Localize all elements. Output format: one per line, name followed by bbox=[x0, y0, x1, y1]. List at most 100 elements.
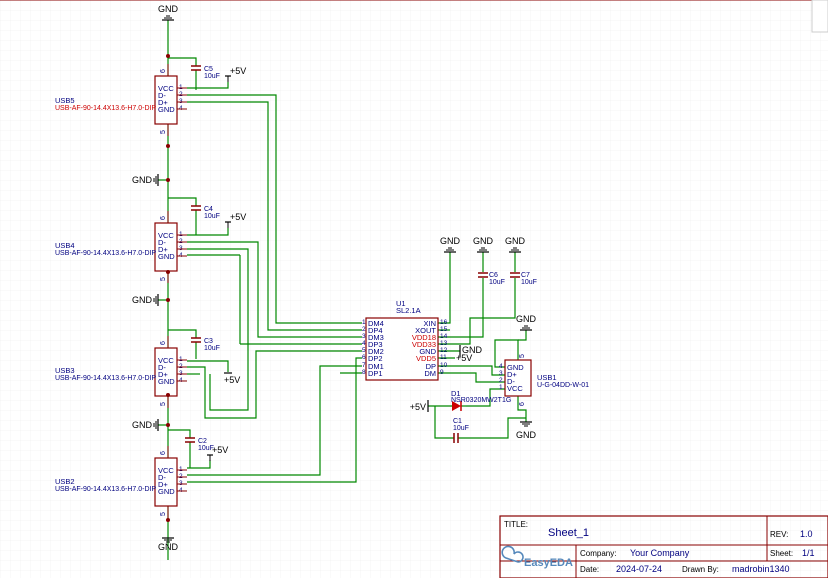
gnd-label: GND bbox=[158, 542, 179, 552]
gnd-label: GND bbox=[516, 430, 537, 440]
usb-pin-num: 1 bbox=[499, 384, 503, 391]
gnd-symbol bbox=[520, 325, 532, 331]
usb-pin-name: D+ bbox=[158, 245, 168, 254]
cap-value: 10uF bbox=[204, 345, 220, 352]
usb-port-body bbox=[154, 347, 178, 397]
wire bbox=[187, 94, 362, 324]
ic-pin-num: 5 bbox=[362, 347, 366, 354]
ic-pin-num: 7 bbox=[362, 362, 366, 369]
usb-pin-name: VCC bbox=[158, 231, 174, 240]
ic-pin-name: VDD33 bbox=[412, 340, 436, 349]
ic-value: SL2.1A bbox=[396, 306, 421, 315]
ic-pin-name: DM3 bbox=[368, 333, 384, 342]
gnd-symbol bbox=[153, 419, 159, 431]
wire bbox=[187, 241, 362, 338]
shell-pin-num: 6 bbox=[160, 216, 167, 220]
upstream-usb-body bbox=[504, 359, 532, 397]
wire bbox=[187, 82, 229, 89]
gnd-symbol bbox=[444, 247, 456, 253]
wires bbox=[158, 20, 527, 560]
gnd-label: GND bbox=[158, 4, 179, 14]
gnd-symbol bbox=[153, 294, 159, 306]
upstream-value: U-G-04DD-W-01 bbox=[537, 382, 589, 389]
ic-ref: U1 bbox=[396, 299, 406, 308]
shell-pin-num: 6 bbox=[519, 402, 526, 406]
vcc-label: +5V bbox=[230, 66, 246, 76]
vcc-label: +5V bbox=[410, 402, 426, 412]
usb-port-body bbox=[154, 75, 178, 125]
wire bbox=[168, 197, 197, 206]
ic-pin-name: DM2 bbox=[368, 347, 384, 356]
gnd-symbol bbox=[162, 15, 174, 21]
usb-value: USB-AF-90-14.4X13.6-H7.0-DIP bbox=[55, 250, 156, 257]
ic-pin-num: 2 bbox=[362, 326, 366, 333]
gnd-label: GND bbox=[440, 236, 461, 246]
usb-pin-num: 4 bbox=[499, 363, 503, 370]
ic-pin-num: 4 bbox=[362, 340, 366, 347]
cap-value: 10uF bbox=[204, 73, 220, 80]
junction-dot bbox=[166, 54, 170, 58]
usb-port-body bbox=[154, 222, 178, 272]
gnd-symbol bbox=[520, 421, 532, 427]
shell-pin-num: 6 bbox=[160, 69, 167, 73]
date-value: 2024-07-24 bbox=[616, 564, 662, 574]
ic-pin-num: 11 bbox=[440, 354, 447, 361]
vcc-label: +5V bbox=[456, 353, 472, 363]
usb-pin-name: D- bbox=[158, 363, 166, 372]
rev-value: 1.0 bbox=[800, 529, 813, 539]
usb-pin-name: GND bbox=[158, 105, 175, 114]
ic-pin-name: XIN bbox=[423, 319, 436, 328]
usb-pin-name: D- bbox=[158, 473, 166, 482]
cap-value: 10uF bbox=[198, 445, 214, 452]
decoupling-cap bbox=[191, 337, 201, 343]
cap-ref: C6 bbox=[489, 272, 498, 279]
decoupling-cap bbox=[191, 205, 201, 211]
wire bbox=[187, 248, 249, 411]
usb-value: USB-AF-90-14.4X13.6-H7.0-DIP bbox=[55, 375, 156, 382]
gnd-symbol bbox=[162, 537, 174, 543]
wire bbox=[438, 372, 505, 383]
gnd-label: GND bbox=[505, 236, 526, 246]
junction-dot bbox=[166, 518, 170, 522]
ic-pin-name: DP bbox=[426, 362, 436, 371]
cap-value: 10uF bbox=[489, 279, 505, 286]
wire bbox=[438, 278, 484, 338]
cap-ref: C2 bbox=[198, 438, 207, 445]
junction-dot bbox=[166, 298, 170, 302]
decoupling-cap bbox=[185, 437, 195, 443]
wire bbox=[187, 350, 362, 419]
diode-ref: D1 bbox=[451, 389, 461, 398]
usb-pin-name: GND bbox=[158, 487, 175, 496]
wire bbox=[438, 252, 451, 324]
gnd-label: GND bbox=[132, 420, 153, 430]
ic-pin-name: DP1 bbox=[368, 369, 383, 378]
sheet-value: 1/1 bbox=[802, 548, 815, 558]
ic-pin-num: 9 bbox=[440, 369, 444, 376]
gnd-symbol bbox=[509, 247, 521, 253]
usb-ref: USB3 bbox=[55, 366, 75, 375]
ic-pin-name: DM1 bbox=[368, 362, 384, 371]
ic-pin-name: GND bbox=[419, 347, 436, 356]
wire bbox=[187, 365, 362, 476]
wire bbox=[168, 429, 191, 438]
gnd-symbol bbox=[477, 247, 489, 253]
vcc-symbol bbox=[207, 454, 213, 461]
wire bbox=[187, 460, 211, 469]
gnd-label: GND bbox=[132, 295, 153, 305]
gnd-symbol bbox=[153, 174, 159, 186]
vcc-label: +5V bbox=[212, 445, 228, 455]
vcc-symbol bbox=[225, 75, 231, 82]
usb-pin-name: VCC bbox=[158, 84, 174, 93]
usb-pin-name: VCC bbox=[507, 384, 523, 393]
wire bbox=[438, 278, 516, 345]
cap-value: 10uF bbox=[204, 213, 220, 220]
ic-pin-name: DP4 bbox=[368, 326, 383, 335]
wire bbox=[466, 388, 505, 407]
usb-pin-name: D+ bbox=[158, 98, 168, 107]
vcc-symbol bbox=[225, 221, 231, 228]
ic-pin-num: 16 bbox=[440, 319, 448, 326]
usb-value: USB-AF-90-14.4X13.6-H7.0-DIP bbox=[55, 105, 156, 112]
cap-value: 10uF bbox=[453, 425, 469, 432]
